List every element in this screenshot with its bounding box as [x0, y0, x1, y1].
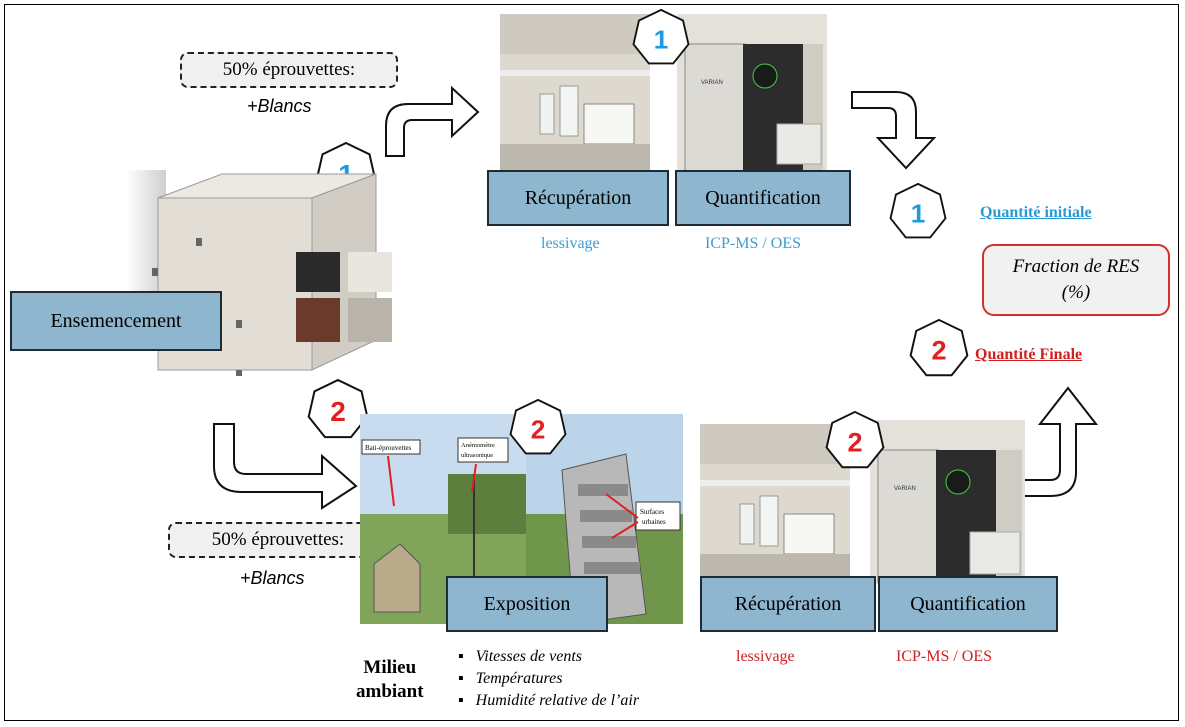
svg-text:2: 2 [330, 396, 346, 427]
bottom-percent-text: 50% éprouvettes: [211, 529, 345, 550]
quantification-bottom-box: Quantification [878, 576, 1058, 632]
fraction-line2: (%) [1061, 282, 1091, 303]
anemometre-label-2: ultrasonique [461, 452, 493, 459]
quantite-initiale-text: Quantité initiale [980, 204, 1092, 221]
exposition-label: Exposition [483, 592, 571, 615]
photo-exposition-field: Bati-éprouvettes Anémomètre ultrasonique [360, 414, 526, 624]
recuperation-top-box: Récupération [487, 170, 669, 226]
svg-text:2: 2 [531, 414, 546, 444]
bottom-blancs-text: +Blancs [240, 568, 305, 588]
surfaces-label-2: urbaines [642, 518, 666, 526]
environment-list: Vitesses de vents Températures Humidité … [458, 646, 639, 712]
heptagon-1-result-icon: 1 [889, 182, 947, 239]
top-blancs-text: +Blancs [247, 96, 312, 116]
bottom-branch-label: 50% éprouvettes: [168, 522, 388, 558]
heptagon-2-left-icon: 2 [307, 378, 369, 439]
arrow-curve-up-icon [1023, 386, 1099, 497]
recuperation-top-label: Récupération [524, 186, 632, 209]
fraction-res-box: Fraction de RES (%) [982, 244, 1170, 316]
heptagon-2-result-icon: 2 [909, 318, 969, 377]
recuperation-bottom-label: Récupération [734, 592, 842, 615]
photo-recuperation-top [500, 14, 650, 174]
top-percent-text: 50% éprouvettes: [222, 59, 356, 80]
fraction-line1: Fraction de RES [1012, 256, 1140, 277]
icp-top-text: ICP-MS / OES [705, 235, 802, 252]
environment-title-line2: ambiant [356, 681, 424, 702]
svg-text:VARIAN: VARIAN [894, 486, 916, 492]
bati-label: Bati-éprouvettes [365, 444, 412, 452]
exposition-box: Exposition [446, 576, 608, 632]
lessivage-top-text: lessivage [541, 235, 600, 252]
top-branch-label: 50% éprouvettes: [180, 52, 398, 88]
heptagon-1-top-icon: 1 [632, 8, 690, 65]
environment-item: Humidité relative de l’air [458, 690, 639, 712]
ensemencement-label: Ensemencement [50, 309, 182, 332]
icp-bottom-text: ICP-MS / OES [896, 648, 993, 665]
quantite-finale-text: Quantité Finale [975, 346, 1083, 363]
varian-label: VARIAN [701, 80, 723, 86]
arrow-curve-up-right-icon [385, 85, 480, 157]
svg-text:1: 1 [911, 198, 926, 228]
quantification-top-label: Quantification [705, 186, 821, 209]
recuperation-bottom-box: Récupération [700, 576, 876, 632]
environment-title-line1: Milieu [363, 657, 417, 678]
photo-quantification-bottom: VARIAN [870, 420, 1025, 584]
environment-item: Températures [458, 668, 639, 690]
anemometre-label-1: Anémomètre [461, 442, 495, 449]
lessivage-bottom-text: lessivage [736, 648, 795, 665]
environment-item: Vitesses de vents [458, 646, 639, 668]
svg-text:1: 1 [654, 24, 669, 54]
photo-quantification-top: VARIAN [677, 14, 827, 174]
quantification-top-box: Quantification [675, 170, 851, 226]
environment-title: Milieu ambiant [356, 656, 424, 704]
arrow-curve-down-right-icon [213, 423, 358, 510]
svg-text:2: 2 [931, 335, 946, 366]
diagram-frame [4, 4, 1179, 721]
surfaces-label-1: Surfaces [640, 508, 664, 516]
quantification-bottom-label: Quantification [910, 592, 1026, 615]
arrow-curve-right-down-icon [851, 91, 937, 170]
ensemencement-box: Ensemencement [10, 291, 222, 351]
heptagon-2-recuperation-icon: 2 [825, 410, 885, 469]
heptagon-2-exposition-icon: 2 [509, 398, 567, 455]
svg-text:2: 2 [847, 427, 862, 458]
